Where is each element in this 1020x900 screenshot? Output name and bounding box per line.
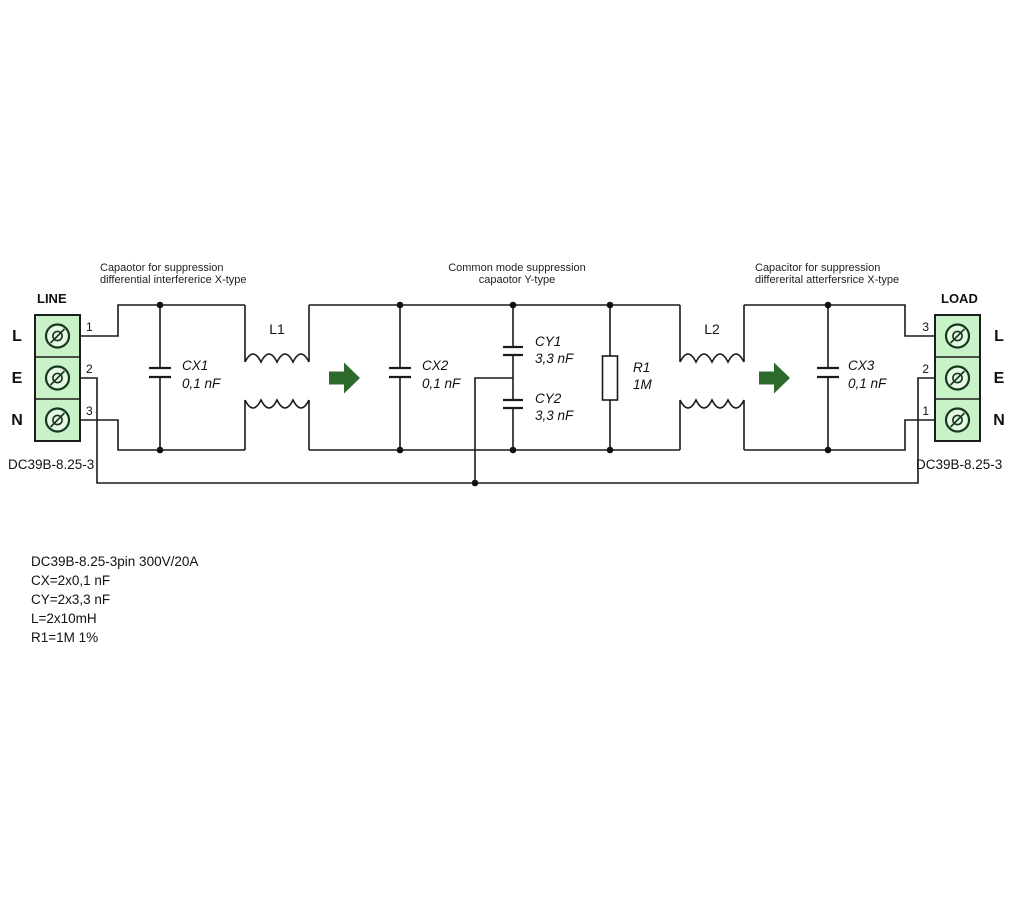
cy1-ref-label: CY1 [535, 334, 561, 349]
load-pin-number-1: 1 [922, 404, 929, 418]
spec-line: DC39B-8.25-3pin 300V/20A [31, 554, 198, 569]
junction-dot [471, 479, 479, 487]
junction-dot [396, 446, 404, 454]
l2-ref-label: L2 [704, 321, 720, 337]
load-terminal-block [934, 314, 981, 442]
load-pin-number-3: 3 [922, 320, 929, 334]
cx3-ref-label: CX3 [848, 358, 875, 373]
spec-line: L=2x10mH [31, 611, 97, 626]
flow-arrow-icon [759, 362, 790, 394]
load-pin-label-n: N [993, 412, 1005, 429]
common-mode-note-line2: capaotor Y-type [479, 274, 555, 286]
line-pin-label-l: L [12, 328, 22, 345]
cx3-value-label: 0,1 nF [848, 376, 887, 391]
line-pin-label-e: E [12, 370, 23, 387]
cy1-capacitor [503, 305, 523, 378]
l2-top-winding [679, 305, 745, 364]
spec-line: CX=2x0,1 nF [31, 573, 110, 588]
junction-dot [824, 446, 832, 454]
flow-arrow-icon [329, 362, 360, 394]
cx2-ref-label: CX2 [422, 358, 449, 373]
l2-choke [679, 305, 745, 450]
junction-dot [824, 301, 832, 309]
junction-dot [606, 446, 614, 454]
line-pin-number-1: 1 [86, 320, 93, 334]
x-type-left-note-line1: Capaotor for suppression [100, 262, 224, 274]
cx1-value-label: 0,1 nF [182, 376, 221, 391]
load-pin-number-2: 2 [922, 362, 929, 376]
common-mode-note-line1: Common mode suppression [448, 262, 586, 274]
spec-line: CY=2x3,3 nF [31, 592, 110, 607]
terminal-screw-icon [44, 407, 71, 433]
terminal-screw-icon [944, 407, 971, 433]
cy-midpoint-earth-wire [474, 377, 513, 483]
junction-dot [509, 446, 517, 454]
junction-dot [509, 301, 517, 309]
cy1-value-label: 3,3 nF [535, 351, 574, 366]
spec-line: R1=1M 1% [31, 630, 98, 645]
line-terminal-block [34, 314, 81, 442]
bottom-rail-wire [80, 419, 935, 451]
terminal-screw-icon [44, 323, 71, 349]
cx2-capacitor [389, 305, 411, 450]
l1-choke [244, 305, 310, 450]
line-pin-number-3: 3 [86, 404, 93, 418]
terminal-screw-icon [44, 365, 71, 391]
junction-dot [606, 301, 614, 309]
cx3-capacitor [817, 305, 839, 450]
load-block-part-number: DC39B-8.25-3 [916, 457, 1002, 472]
r1-resistor [601, 305, 619, 450]
line-pin-label-n: N [11, 412, 23, 429]
earth-wire [80, 377, 935, 484]
x-type-left-note-line2: differential interfererice X-type [100, 274, 247, 286]
load-pin-label-e: E [994, 370, 1005, 387]
x-type-right-note-line2: differerital atterfersrice X-type [755, 274, 899, 286]
terminal-screw-icon [944, 323, 971, 349]
terminal-screw-icon [944, 365, 971, 391]
load-pin-label-l: L [994, 328, 1004, 345]
load-block-title: LOAD [941, 291, 978, 306]
top-rail-wire [80, 304, 935, 337]
l1-bottom-winding [244, 398, 310, 450]
l1-ref-label: L1 [269, 321, 285, 337]
junction-dots [156, 301, 832, 487]
line-block-title: LINE [37, 291, 67, 306]
r1-value-label: 1M [633, 377, 653, 392]
r1-ref-label: R1 [633, 360, 650, 375]
l1-top-winding [244, 305, 310, 364]
wiring [80, 304, 935, 484]
junction-dot [156, 446, 164, 454]
cx1-capacitor [149, 305, 171, 450]
line-block-part-number: DC39B-8.25-3 [8, 457, 94, 472]
junction-dot [156, 301, 164, 309]
x-type-right-note-line1: Capacitor for suppression [755, 262, 880, 274]
l2-bottom-winding [679, 398, 745, 450]
cy2-ref-label: CY2 [535, 391, 562, 406]
spec-text-block: DC39B-8.25-3pin 300V/20A CX=2x0,1 nF CY=… [31, 554, 198, 645]
cx1-ref-label: CX1 [182, 358, 208, 373]
line-pin-number-2: 2 [86, 362, 93, 376]
cy2-capacitor [503, 378, 523, 450]
cy2-value-label: 3,3 nF [535, 408, 574, 423]
cx2-value-label: 0,1 nF [422, 376, 461, 391]
junction-dot [396, 301, 404, 309]
